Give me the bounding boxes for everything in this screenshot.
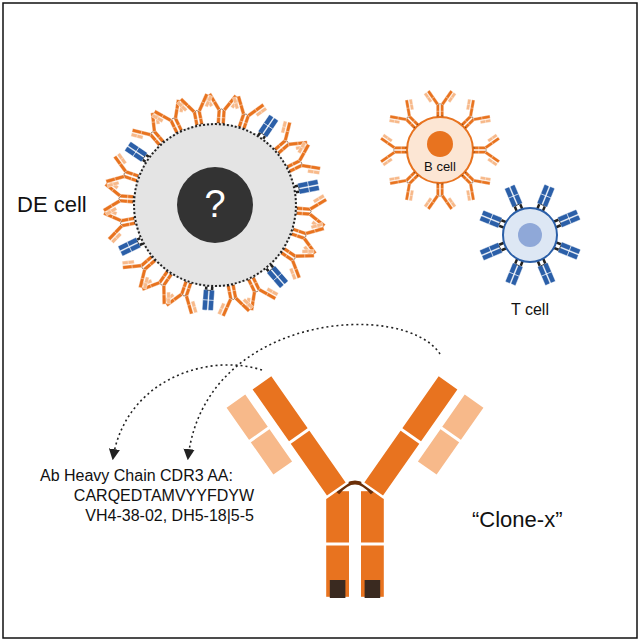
t-cell: T cell — [502, 207, 558, 263]
nucleus — [427, 131, 453, 157]
receptor-symbol — [535, 258, 555, 286]
t-cell-receptors — [479, 184, 580, 285]
b-cell: B cell — [406, 116, 474, 184]
de-cell: DE cell? — [133, 123, 297, 287]
receptor-symbol — [380, 134, 408, 167]
receptor-symbol — [472, 134, 500, 167]
sequence-label: CARQEDTAMVYYFDYW — [40, 486, 254, 506]
receptor-symbol — [424, 182, 457, 210]
node-label: T cell — [511, 301, 549, 319]
node-label: “Clone-x” — [472, 508, 562, 532]
sequence-label: VH4-38-02, DH5-18|5-5 — [40, 506, 254, 526]
receptor-symbol — [202, 284, 215, 310]
frame — [3, 3, 637, 638]
b-cell-receptors — [380, 90, 500, 210]
sequence-label: Ab Heavy Chain CDR3 AA: — [40, 466, 254, 486]
receptor-symbol — [553, 240, 581, 260]
leader-arrow — [188, 324, 440, 458]
clone-x-antibody: “Clone-x” — [240, 340, 480, 600]
node-label: DE cell — [17, 193, 87, 217]
unknown-core: ? — [177, 167, 253, 243]
receptor-symbol — [424, 90, 457, 118]
receptor-symbol — [292, 179, 319, 195]
nucleus — [518, 223, 542, 247]
node-label: ? — [204, 184, 225, 226]
de-cell-receptors — [102, 92, 328, 318]
node-label: B cell — [424, 160, 456, 174]
cdr3-info: Ab Heavy Chain CDR3 AA:CARQEDTAMVYYFDYWV… — [40, 466, 254, 526]
leader-arrow — [113, 365, 262, 458]
clone-x-antibody — [225, 375, 485, 598]
